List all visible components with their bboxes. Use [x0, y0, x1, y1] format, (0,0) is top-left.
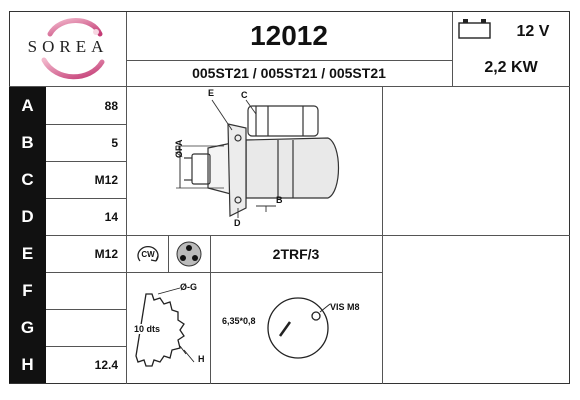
pinion-gear-drawing: 10 dts Ø-G H [128, 274, 208, 382]
rotation-cw-icon: CW [134, 241, 162, 267]
logo-swirl-icon [41, 18, 105, 80]
terminal-screw-label: VIS M8 [330, 302, 360, 312]
part-number: 12012 [250, 20, 328, 51]
power-value: 2,2 KW [484, 59, 538, 76]
row-label-d: D [9, 198, 46, 235]
diagram-label-a: ØFA [174, 139, 184, 158]
row-value-e: M12 [94, 246, 118, 261]
row-label-b: B [9, 124, 46, 161]
row-value-h: 12.4 [94, 357, 118, 372]
row-label-g: G [9, 309, 46, 346]
gear-teeth-label: 10 dts [134, 324, 161, 334]
gear-label-h: H [198, 354, 205, 364]
connector-pin-icon [174, 240, 204, 268]
diagram-label-b: B [276, 195, 283, 205]
starter-motor-drawing: E C ØFA B D [128, 88, 380, 233]
connector-code: 2TRF/3 [272, 245, 320, 262]
row-label-h: H [9, 346, 46, 383]
diagram-label-e: E [208, 88, 215, 98]
row-value-c: M12 [94, 172, 118, 187]
row-label-f: F [9, 272, 46, 309]
row-value-g [46, 309, 126, 346]
row-value-d: 14 [104, 209, 118, 224]
rotation-label: CW [141, 249, 155, 259]
row-value-b: 5 [111, 135, 118, 150]
row-label-a: A [9, 87, 46, 124]
row-label-c: C [9, 161, 46, 198]
diagram-label-c: C [241, 90, 248, 100]
terminal-dimension: 6,35*0,8 [222, 316, 256, 326]
gear-label-g: Ø-G [180, 282, 197, 292]
voltage-value: 12 V [516, 23, 550, 40]
brand-name: SOREA [27, 37, 109, 56]
diagram-label-d: D [234, 218, 241, 228]
reference-numbers: 005ST21 / 005ST21 / 005ST21 [192, 65, 386, 81]
row-label-e: E [9, 235, 46, 272]
row-value-a: 88 [104, 98, 118, 113]
terminal-drawing: 6,35*0,8 VIS M8 [212, 274, 380, 382]
row-value-f [46, 272, 126, 309]
battery-icon [458, 18, 492, 40]
brand-logo: SOREA [10, 12, 126, 86]
